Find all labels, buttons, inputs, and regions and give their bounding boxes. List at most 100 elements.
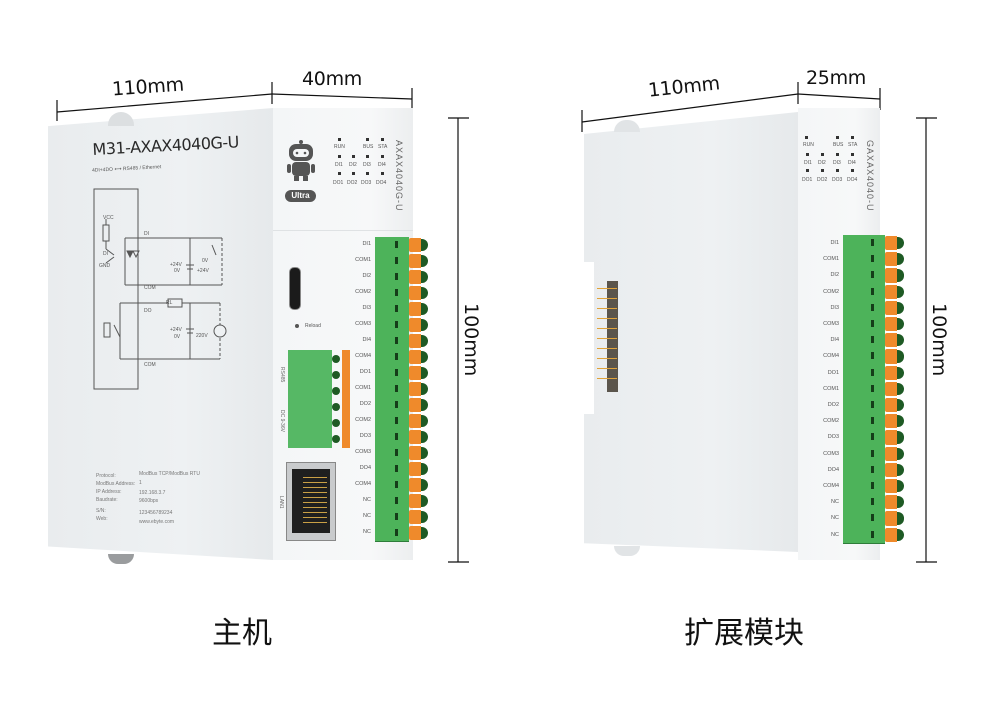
terminal-push-button[interactable] bbox=[885, 495, 897, 510]
terminal-slot[interactable] bbox=[375, 397, 433, 414]
terminal-body bbox=[843, 267, 885, 285]
terminal-push-button[interactable] bbox=[885, 381, 897, 396]
terminal-slot[interactable] bbox=[843, 251, 909, 269]
terminal-push-button[interactable] bbox=[885, 414, 897, 429]
terminal-slot[interactable] bbox=[843, 283, 909, 301]
terminal-slot[interactable] bbox=[843, 445, 909, 463]
terminal-push-button[interactable] bbox=[409, 494, 421, 508]
terminal-push-button[interactable] bbox=[885, 511, 897, 526]
terminal-body bbox=[843, 380, 885, 398]
terminal-push-button[interactable] bbox=[409, 366, 421, 380]
terminal-slot[interactable] bbox=[375, 429, 433, 446]
terminal-push-button[interactable] bbox=[409, 462, 421, 476]
terminal-slot[interactable] bbox=[375, 509, 433, 526]
terminal-push-button[interactable] bbox=[409, 254, 421, 268]
terminal-release-slot bbox=[871, 320, 874, 327]
terminal-release-slot bbox=[395, 433, 398, 440]
terminal-push-button[interactable] bbox=[885, 365, 897, 380]
terminal-push-button[interactable] bbox=[885, 462, 897, 477]
expansion-io-terminal-block[interactable] bbox=[843, 235, 909, 544]
terminal-push-button[interactable] bbox=[885, 527, 897, 542]
led-label: DO2 bbox=[347, 180, 358, 186]
terminal-wire-hole bbox=[897, 496, 904, 509]
rs485-power-terminal[interactable] bbox=[288, 350, 332, 448]
terminal-push-button[interactable] bbox=[409, 302, 421, 316]
panel-seam bbox=[273, 230, 413, 231]
reload-label: Reload bbox=[305, 323, 321, 329]
pin-label: NC bbox=[363, 513, 371, 519]
reload-button[interactable] bbox=[295, 324, 299, 328]
main-io-terminal-block[interactable] bbox=[375, 237, 433, 542]
led-sta bbox=[851, 136, 854, 139]
terminal-slot[interactable] bbox=[375, 445, 433, 462]
terminal-push-button[interactable] bbox=[409, 350, 421, 364]
pin-label: COM2 bbox=[355, 417, 371, 423]
terminal-slot[interactable] bbox=[843, 413, 909, 431]
terminal-push-button[interactable] bbox=[409, 430, 421, 444]
terminal-slot[interactable] bbox=[843, 267, 909, 285]
main-unit-caption: 主机 bbox=[212, 616, 272, 651]
terminal-slot[interactable] bbox=[843, 510, 909, 528]
terminal-wire-hole bbox=[421, 367, 428, 379]
terminal-push-button[interactable] bbox=[885, 300, 897, 315]
terminal-slot[interactable] bbox=[843, 380, 909, 398]
terminal-push-button[interactable] bbox=[409, 238, 421, 252]
terminal-wire-hole bbox=[421, 415, 428, 427]
terminal-body bbox=[843, 478, 885, 496]
wd-di-term: DI bbox=[144, 231, 149, 237]
terminal-push-button[interactable] bbox=[885, 479, 897, 494]
terminal-push-button[interactable] bbox=[409, 318, 421, 332]
terminal-push-button[interactable] bbox=[885, 268, 897, 283]
terminal-push-button[interactable] bbox=[409, 478, 421, 492]
terminal-slot[interactable] bbox=[843, 526, 909, 544]
terminal-push-button[interactable] bbox=[885, 446, 897, 461]
terminal-push-button[interactable] bbox=[409, 446, 421, 460]
terminal-push-button[interactable] bbox=[409, 414, 421, 428]
usb-c-port[interactable] bbox=[289, 267, 301, 310]
info-label: Protocol: bbox=[96, 473, 116, 479]
terminal-slot[interactable] bbox=[375, 301, 433, 318]
terminal-push-button[interactable] bbox=[409, 270, 421, 284]
terminal-slot[interactable] bbox=[843, 348, 909, 366]
terminal-slot[interactable] bbox=[843, 235, 909, 253]
terminal-slot[interactable] bbox=[843, 461, 909, 479]
terminal-push-button[interactable] bbox=[885, 349, 897, 364]
terminal-slot[interactable] bbox=[375, 253, 433, 270]
terminal-slot[interactable] bbox=[843, 397, 909, 415]
terminal-push-button[interactable] bbox=[885, 333, 897, 348]
terminal-wire-hole bbox=[897, 512, 904, 525]
led-bus bbox=[836, 136, 839, 139]
terminal-release-slot bbox=[871, 368, 874, 376]
led-di2 bbox=[352, 155, 355, 158]
terminal-slot[interactable] bbox=[843, 316, 909, 334]
terminal-slot[interactable] bbox=[375, 413, 433, 430]
terminal-push-button[interactable] bbox=[409, 398, 421, 412]
terminal-push-button[interactable] bbox=[885, 284, 897, 299]
terminal-wire-hole bbox=[897, 415, 904, 428]
terminal-slot[interactable] bbox=[843, 332, 909, 350]
terminal-slot[interactable] bbox=[375, 493, 433, 510]
terminal-push-button[interactable] bbox=[409, 286, 421, 300]
terminal-slot[interactable] bbox=[843, 429, 909, 447]
terminal-slot[interactable] bbox=[843, 299, 909, 317]
terminal-slot[interactable] bbox=[375, 349, 433, 366]
wd-24v: +24V bbox=[170, 262, 182, 268]
terminal-push-button[interactable] bbox=[409, 526, 421, 540]
terminal-push-button[interactable] bbox=[885, 430, 897, 445]
pin-label: COM4 bbox=[355, 353, 371, 359]
terminal-slot[interactable] bbox=[843, 478, 909, 496]
terminal-push-button[interactable] bbox=[885, 236, 897, 251]
terminal-slot[interactable] bbox=[843, 494, 909, 512]
terminal-slot[interactable] bbox=[375, 525, 433, 542]
led-label: DO4 bbox=[376, 180, 387, 186]
terminal-push-button[interactable] bbox=[885, 252, 897, 267]
lan-port[interactable] bbox=[286, 462, 336, 541]
terminal-push-button[interactable] bbox=[409, 382, 421, 396]
terminal-push-button[interactable] bbox=[409, 510, 421, 524]
terminal-slot[interactable] bbox=[843, 364, 909, 382]
pin-label: DI2 bbox=[830, 272, 839, 279]
terminal-push-button[interactable] bbox=[885, 398, 897, 413]
terminal-push-button[interactable] bbox=[409, 334, 421, 348]
terminal-push-button[interactable] bbox=[885, 317, 897, 332]
pin-label: DO1 bbox=[359, 369, 371, 375]
